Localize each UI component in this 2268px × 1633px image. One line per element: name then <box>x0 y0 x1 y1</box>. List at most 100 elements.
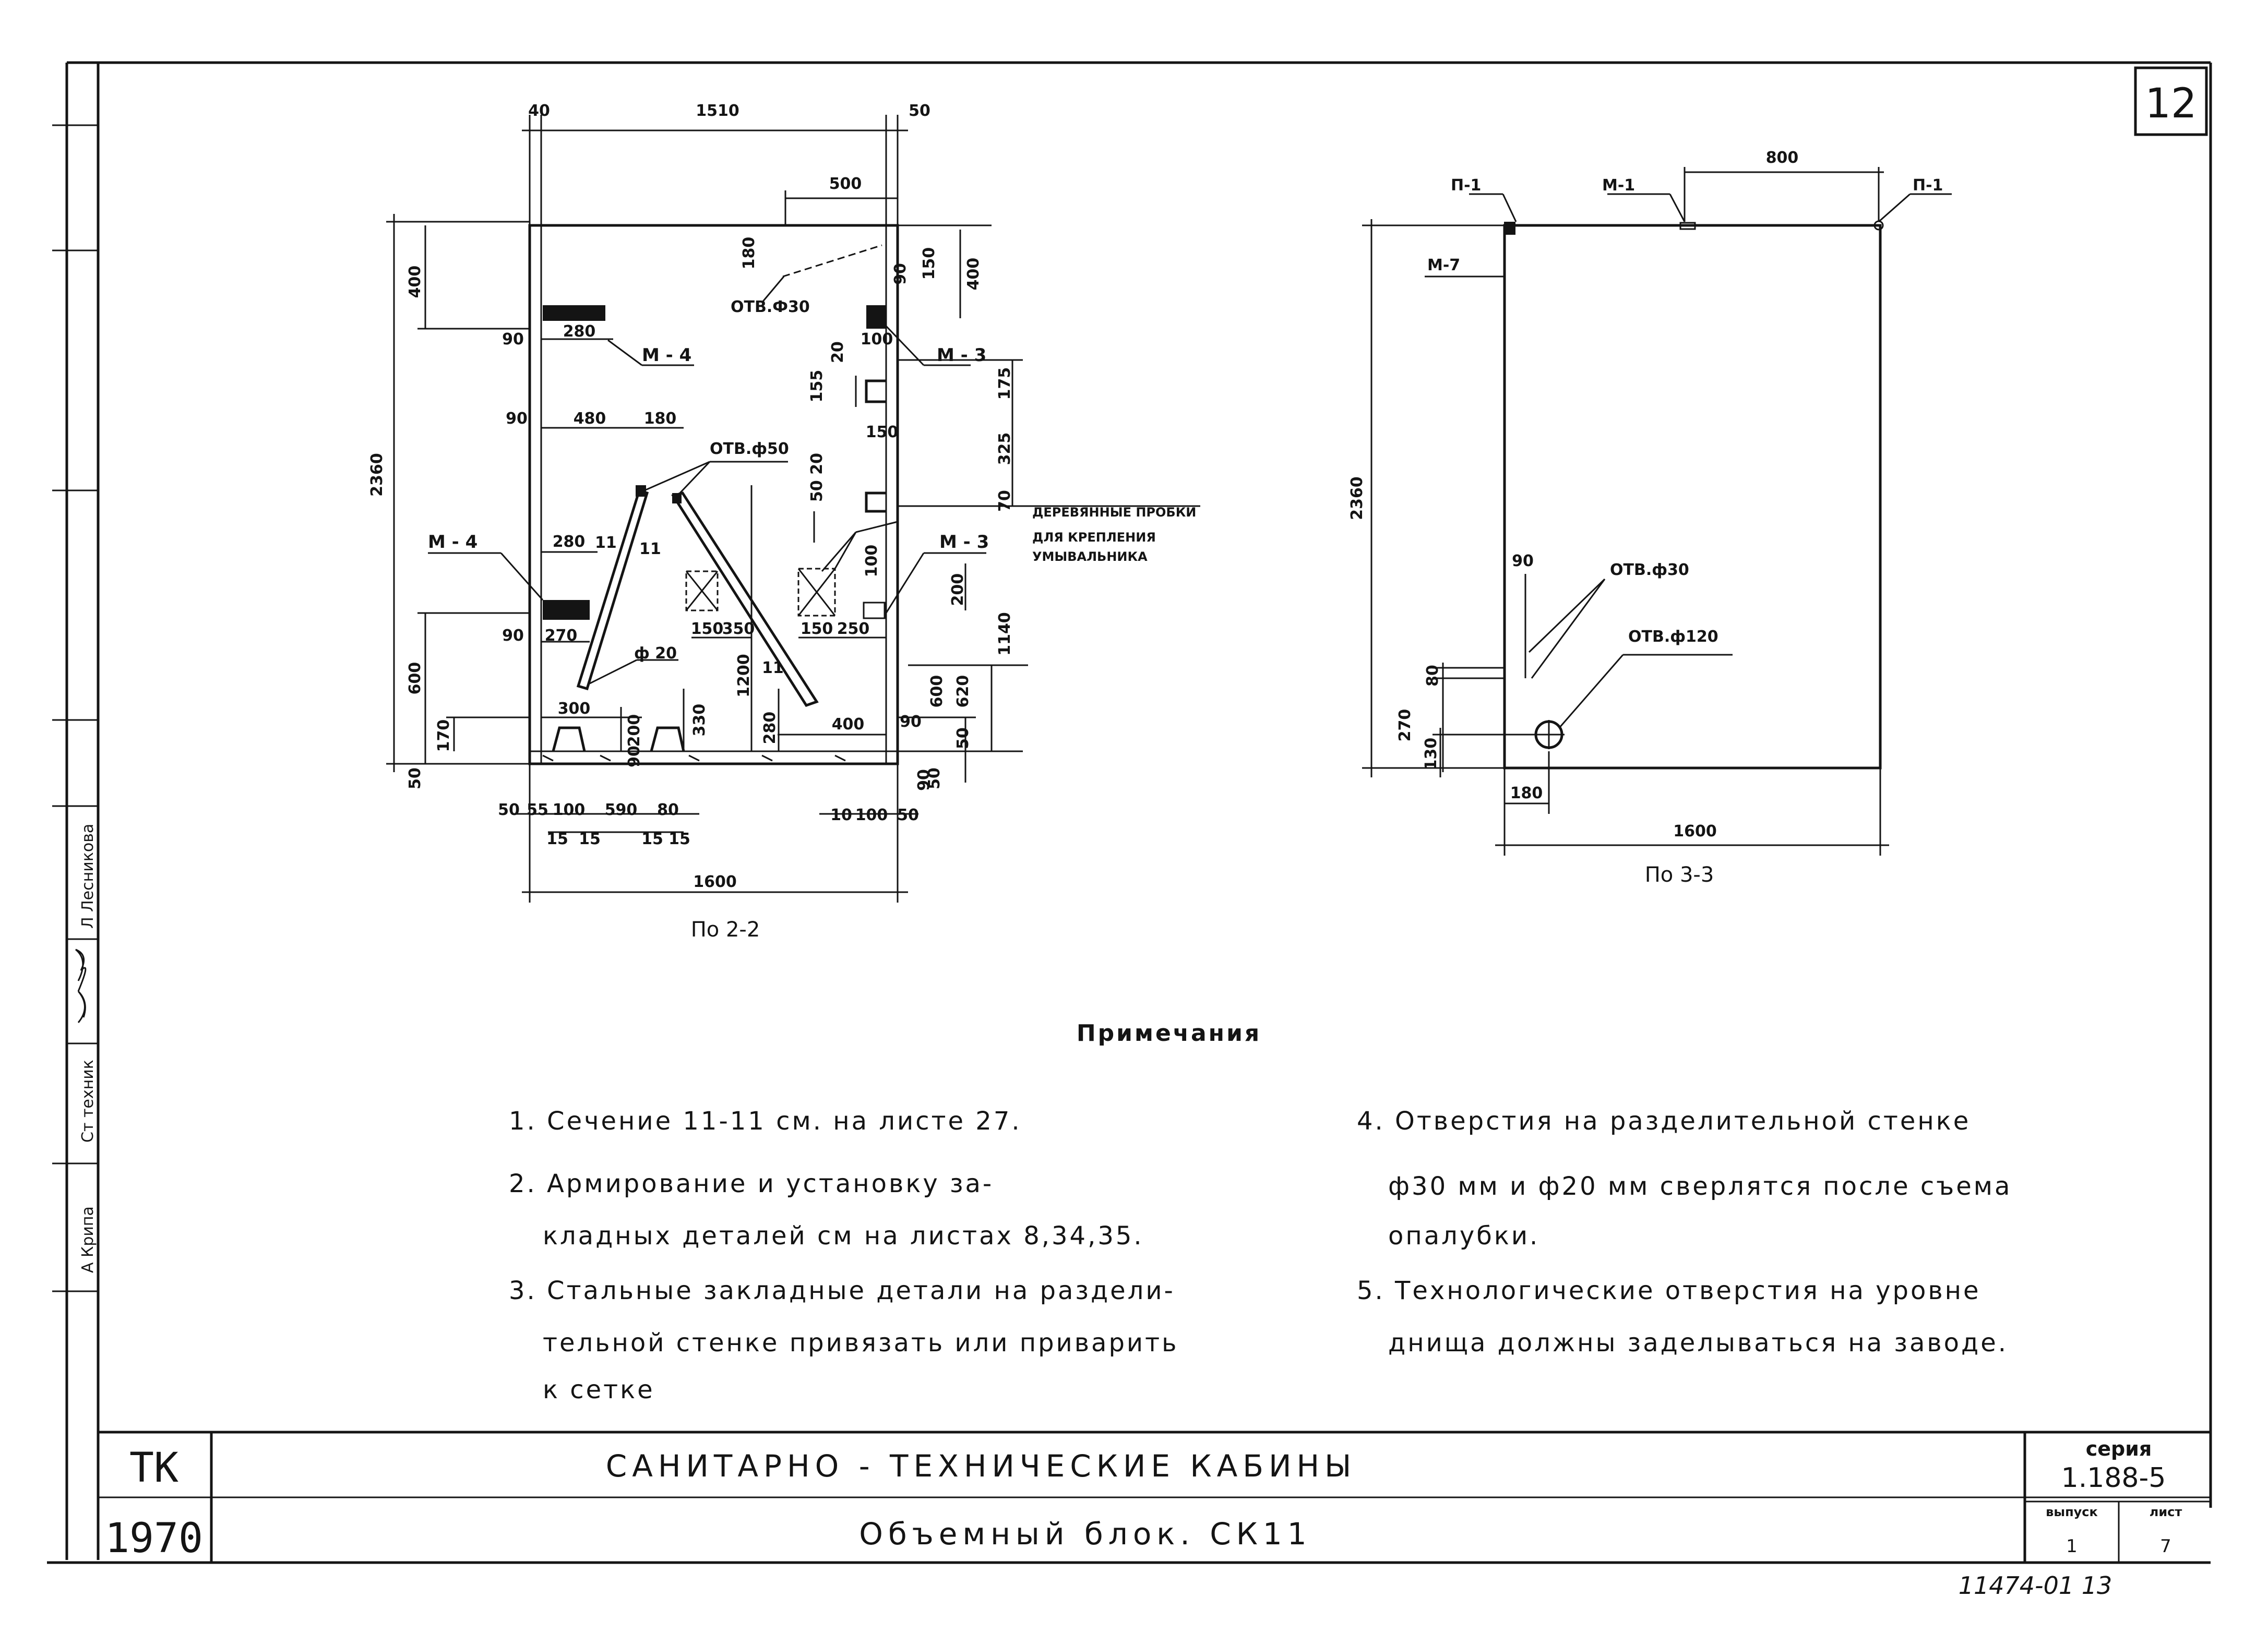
dim: 180 <box>1510 784 1543 802</box>
dim: 50 <box>925 767 944 789</box>
plan-left <box>386 115 1200 903</box>
plate-m3-top <box>866 305 886 329</box>
note-1: 1. Сечение 11-11 см. на листе 27. <box>509 1107 1022 1136</box>
dim: 90 <box>891 263 910 285</box>
label-m4-top: М - 4 <box>642 345 691 366</box>
dim: 480 <box>574 410 606 428</box>
dim: 180 <box>644 410 677 428</box>
bottom-slab-hatch <box>542 754 846 762</box>
dim: 15 <box>669 830 690 848</box>
dim: 10 <box>830 806 852 824</box>
dim: 90 <box>1512 552 1534 570</box>
label-p1-right: П-1 <box>1913 176 1943 195</box>
dim: 90 <box>915 769 933 791</box>
label-section-11: 11 <box>595 534 617 552</box>
notes: Примечания 1. Сечение 11-11 см. на листе… <box>509 1020 2012 1404</box>
dim: 50 <box>897 806 919 824</box>
label-wood-plugs-3: УМЫВАЛЬНИКА <box>1032 549 1148 564</box>
dim: 400 <box>832 715 865 734</box>
plate-m1 <box>1679 222 1696 230</box>
dim: 1600 <box>1673 822 1717 840</box>
label-m3-top: М - 3 <box>937 345 986 366</box>
title-main: САНИТАРНО - ТЕХНИЧЕСКИЕ КАБИНЫ <box>606 1448 1357 1484</box>
label-m3-mid: М - 3 <box>939 532 989 553</box>
dim: 100 <box>861 330 893 349</box>
label-wood-plugs-2: ДЛЯ КРЕПЛЕНИЯ <box>1032 530 1156 545</box>
plan-right-outline <box>1503 224 1882 770</box>
dim: 200 <box>949 573 967 606</box>
dim: 155 <box>808 370 826 403</box>
note-5a: 5. Технологические отверстия на уровне <box>1357 1276 1981 1305</box>
dim: 80 <box>657 801 679 819</box>
title-year: 1970 <box>105 1515 203 1562</box>
dim: 250 <box>837 620 870 638</box>
label-m1: М-1 <box>1602 176 1635 195</box>
dim: 1140 <box>996 612 1014 656</box>
note-2a: 2. Армирование и установку за- <box>509 1169 994 1198</box>
dim: 600 <box>928 675 946 708</box>
dim: 800 <box>1766 149 1799 167</box>
label-hole-20: ф 20 <box>634 644 677 663</box>
caption-plan-left: По 2-2 <box>691 918 760 942</box>
plan-right <box>1362 167 1952 856</box>
dim: 100 <box>855 806 888 824</box>
dim: 590 <box>605 801 638 819</box>
sheet-corner-number: 12 <box>2145 80 2197 127</box>
dim: 2360 <box>368 453 386 497</box>
side-stamp-name-1: А Крипа <box>79 1206 97 1273</box>
dim: 55 <box>527 801 548 819</box>
note-3c: к сетке <box>543 1375 655 1404</box>
caption-plan-right: По 3-3 <box>1645 863 1714 887</box>
label-section-11: 11 <box>762 659 784 677</box>
sheet-frame <box>47 61 2212 1564</box>
dim: 20 <box>829 341 847 363</box>
title-code: ТК <box>129 1445 178 1492</box>
dim: 15 <box>546 830 568 848</box>
dim: 325 <box>996 433 1014 465</box>
series-label: серия <box>2086 1437 2152 1460</box>
dim: 15 <box>579 830 601 848</box>
dim: 270 <box>545 627 578 645</box>
dim: 150 <box>866 423 899 441</box>
dim: 50 20 <box>808 453 826 502</box>
dim: 90 <box>502 627 524 645</box>
dim: 100 <box>553 801 586 819</box>
dim: 1200 <box>735 654 753 698</box>
dim: 1510 <box>696 102 739 120</box>
dim: 500 <box>829 175 862 193</box>
dim: 400 <box>406 266 424 298</box>
dim: 150 <box>801 620 833 638</box>
plan-left-dims: 40 1510 50 500 400 2360 600 170 50 280 9… <box>368 102 1014 891</box>
dim: 300 <box>558 700 591 718</box>
dim: 90 <box>625 746 643 767</box>
label-hole-30: ОТВ.Ф30 <box>731 298 810 316</box>
signature-mark-2 <box>77 990 86 1023</box>
dim: 130 <box>1422 738 1440 771</box>
dim: 200 <box>625 714 643 747</box>
label-m4-left: М - 4 <box>428 532 478 553</box>
note-2b: кладных деталей см на листах 8,34,35. <box>543 1221 1144 1251</box>
label-m7: М-7 <box>1427 256 1460 274</box>
dim: 80 <box>1424 665 1442 687</box>
note-4a: 4. Отверстия на разделительной стенке <box>1357 1107 1971 1136</box>
label-hole-30: ОТВ.ф30 <box>1610 561 1689 579</box>
wood-plug-1 <box>685 570 719 611</box>
plate-m3-mid <box>863 602 886 619</box>
dim: 620 <box>954 675 972 708</box>
dim: 280 <box>563 322 596 341</box>
notes-heading: Примечания <box>1077 1020 1261 1047</box>
sheet-value: 7 <box>2160 1536 2171 1557</box>
dim: 350 <box>722 620 755 638</box>
dim: 40 <box>528 102 550 120</box>
note-4c: опалубки. <box>1388 1221 1539 1251</box>
plate-m4-top <box>543 305 605 321</box>
dim: 50 <box>954 727 972 749</box>
bottom-notch-right <box>650 726 685 752</box>
note-4b: ф30 мм и ф20 мм сверлятся после съема <box>1388 1172 2012 1201</box>
issue-label: выпуск <box>2046 1505 2098 1519</box>
plan-right-texts: 800 2360 90 80 270 130 180 1600 П-1 М-1 … <box>1348 149 1943 887</box>
dim: 2360 <box>1348 476 1366 520</box>
dim: 180 <box>740 237 758 270</box>
plan-left-outline <box>528 224 899 765</box>
dim: 280 <box>553 533 586 551</box>
